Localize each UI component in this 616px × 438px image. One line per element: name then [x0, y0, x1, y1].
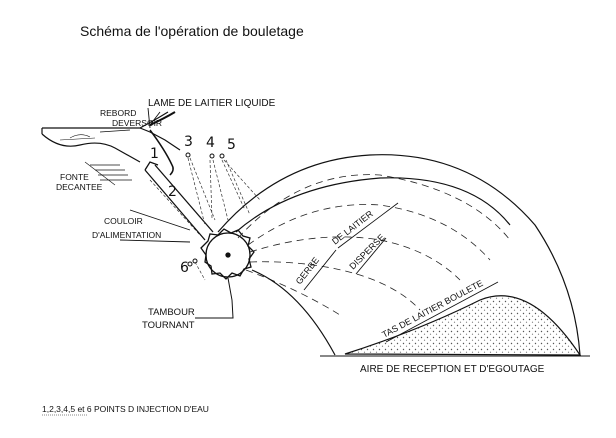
label-de-laitier: DE LAITIER: [330, 208, 375, 246]
label-lame: LAME DE LAITIER LIQUIDE: [148, 98, 276, 109]
nozzle-3: [185, 152, 191, 158]
label-fonte: FONTE: [60, 172, 89, 182]
point-4: 4: [206, 135, 215, 151]
label-decantee: DECANTEE: [56, 182, 103, 192]
trajectories: [237, 174, 511, 316]
label-tournant: TOURNANT: [142, 320, 195, 331]
label-rebord: REBORD: [100, 108, 136, 118]
spray-envelope: [217, 154, 581, 356]
footnote: 1,2,3,4,5 et 6 POINTS D INJECTION D'EAU: [42, 404, 209, 414]
point-2: 2: [168, 184, 177, 200]
nozzle-5: [219, 153, 225, 159]
nozzle-6: [187, 261, 193, 267]
leader-lines: [119, 107, 191, 243]
label-couloir: COULOIR: [104, 216, 143, 226]
feed-chute: [144, 129, 214, 241]
nozzle-4: [209, 153, 215, 159]
point-1: 1: [150, 146, 159, 162]
point-6: 6: [180, 260, 189, 276]
pellet-pile: [344, 295, 582, 356]
label-disperse: DISPERSE: [347, 232, 386, 271]
label-underlines: [303, 202, 499, 343]
point-3: 3: [184, 134, 193, 150]
label-deversoir: DEVERSOIR: [112, 118, 162, 128]
label-tambour: TAMBOUR: [148, 307, 195, 318]
label-alimentation: D'ALIMENTATION: [92, 230, 161, 240]
rotating-drum: [195, 228, 255, 319]
label-aire: AIRE DE RECEPTION ET D'EGOUTAGE: [360, 364, 545, 375]
point-5: 5: [227, 137, 236, 153]
water-sprays: [187, 157, 261, 281]
diagram-title: Schéma de l'opération de bouletage: [80, 23, 304, 39]
trough: [41, 111, 181, 186]
label-gerbe: GERBE: [294, 255, 321, 286]
